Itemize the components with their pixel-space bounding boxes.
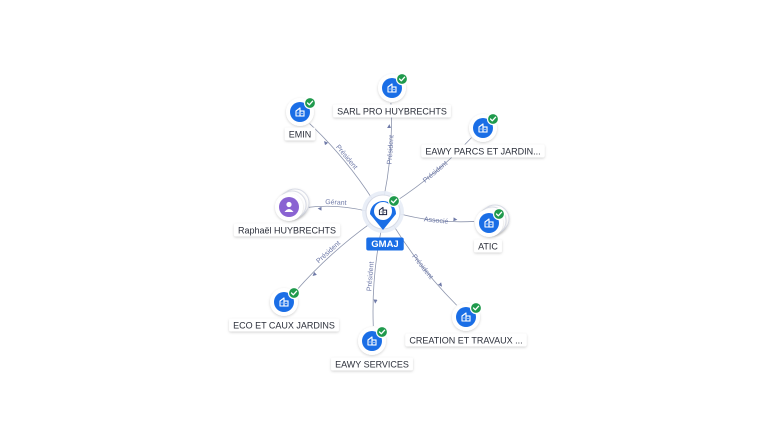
node-emin-label: EMIN: [284, 127, 316, 141]
edge-raphael: Gérant: [303, 199, 368, 212]
verified-check-icon: [287, 286, 301, 300]
verified-check-icon: [395, 72, 409, 86]
edge-emin: Président: [309, 123, 374, 200]
edge-label: Président: [366, 261, 375, 291]
node-atic[interactable]: ATIC: [474, 204, 510, 253]
node-raphael[interactable]: Raphaël HUYBRECHTS: [233, 188, 341, 237]
node-creation[interactable]: CREATION ET TRAVAUX ...: [405, 301, 527, 347]
node-eawyparcs-label-text: EAWY PARCS ET JARDIN...: [425, 146, 540, 156]
building-icon: [478, 123, 488, 133]
verified-check-icon: [486, 112, 500, 126]
node-sarl-label-text: SARL PRO HUYBRECHTS: [337, 106, 447, 116]
node-eawyparcs[interactable]: EAWY PARCS ET JARDIN...: [421, 112, 545, 158]
node-eawyservices-label: EAWY SERVICES: [331, 357, 413, 371]
edge-label: Président: [410, 253, 434, 281]
edge-atic: Associé: [398, 213, 475, 226]
center-node[interactable]: GMAJ: [362, 191, 404, 251]
node-sarl[interactable]: SARL PRO HUYBRECHTS: [333, 72, 451, 118]
edge-line: [309, 123, 374, 200]
edge-label: Président: [422, 160, 449, 184]
node-creation-label: CREATION ET TRAVAUX ...: [405, 333, 527, 347]
building-icon: [279, 297, 289, 307]
node-raphael-label: Raphaël HUYBRECHTS: [233, 223, 341, 237]
building-icon: [295, 107, 305, 117]
verified-check-icon: [387, 194, 401, 208]
node-atic-label-text: ATIC: [478, 241, 498, 251]
edge-label: Associé: [424, 216, 449, 226]
edge-line: [303, 205, 368, 212]
verified-check-icon: [492, 207, 506, 221]
person-icon: [284, 201, 294, 212]
building-icon: [484, 218, 494, 228]
node-atic-label: ATIC: [474, 239, 502, 253]
building-icon: [367, 336, 377, 346]
node-sarl-label: SARL PRO HUYBRECHTS: [333, 104, 451, 118]
verified-check-icon: [375, 325, 389, 339]
building-icon: [378, 206, 388, 216]
edge-line: [294, 222, 372, 293]
node-emin-label-text: EMIN: [289, 129, 312, 139]
verified-check-icon: [303, 96, 317, 110]
edge-label: Président: [334, 144, 358, 171]
node-raphael-label-text: Raphaël HUYBRECHTS: [238, 225, 336, 235]
building-icon: [461, 312, 471, 322]
node-eawyservices-label-text: EAWY SERVICES: [335, 359, 409, 369]
verified-check-icon: [469, 301, 483, 315]
node-eawyparcs-label: EAWY PARCS ET JARDIN...: [421, 144, 545, 158]
edge-label: Président: [386, 135, 395, 165]
edge-line: [392, 224, 457, 306]
node-emin[interactable]: EMIN: [284, 96, 317, 141]
node-eco[interactable]: ECO ET CAUX JARDINS: [229, 286, 339, 332]
building-icon: [387, 83, 397, 93]
edge-label: Gérant: [325, 199, 347, 207]
edge-label: Président: [315, 240, 342, 265]
node-creation-label-text: CREATION ET TRAVAUX ...: [409, 335, 522, 345]
node-eawyservices[interactable]: EAWY SERVICES: [331, 325, 413, 371]
node-eco-label: ECO ET CAUX JARDINS: [229, 318, 339, 332]
edge-creation: Président: [392, 224, 457, 306]
center-label-text: GMAJ: [371, 239, 398, 250]
edge-line: [398, 213, 475, 223]
node-eco-label-text: ECO ET CAUX JARDINS: [233, 320, 335, 330]
center-label: GMAJ: [366, 237, 404, 251]
nodes-layer: SARL PRO HUYBRECHTS EMIN EAWY PARCS ET JAR…: [229, 72, 545, 371]
